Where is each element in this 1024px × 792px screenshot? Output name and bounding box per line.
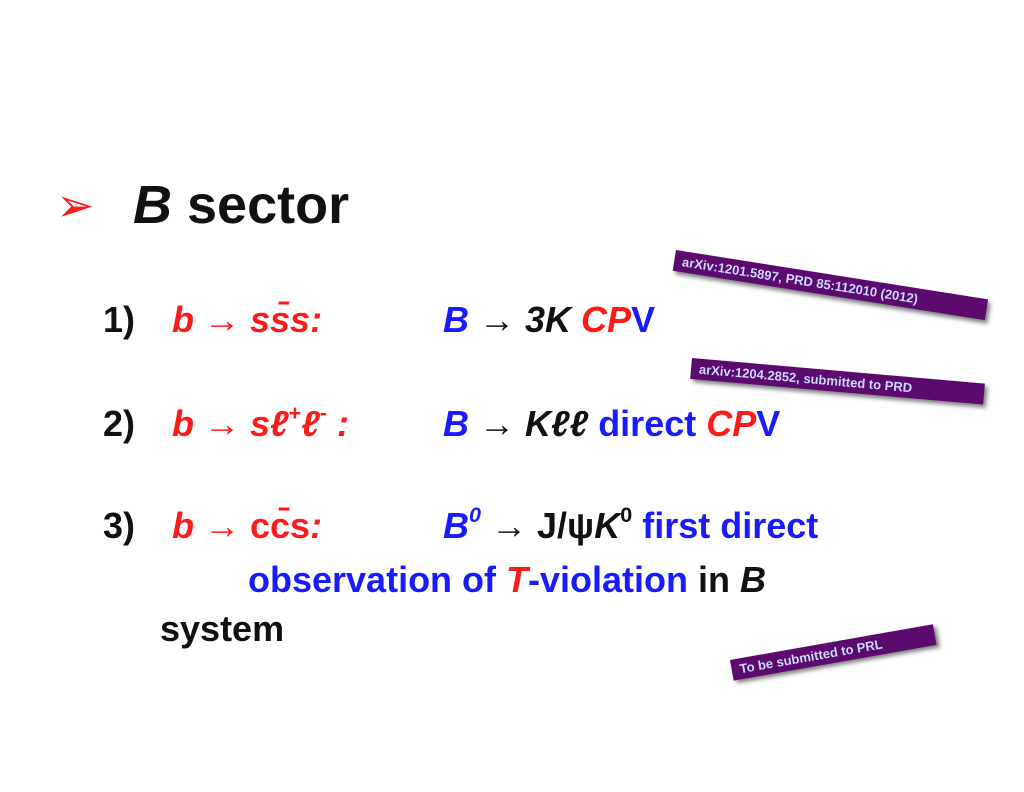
meson-b: B [740,559,767,600]
meson-b: B [443,403,469,444]
cp-label: CP [571,299,632,340]
reference-stamp-1: arXiv:1201.5897, PRD 85:112010 (2012) [672,250,989,321]
kaon: K [594,505,621,546]
quark-b: b [172,403,194,444]
quark-b: b [172,505,194,546]
cp-label: CP [696,403,757,444]
arrow: → [469,403,526,444]
arrow: → [194,299,251,340]
in-label: in [688,559,741,600]
arrow: → [469,299,526,340]
direct-label: direct [588,403,697,444]
colon: : [327,403,350,444]
measurement: B → Kℓℓ direct CPV [443,406,780,442]
reference-stamp-3: To be submitted to PRL [730,624,937,681]
colon: : [310,505,323,546]
kaon-superscript: 0 [620,501,633,527]
final-state-s: sℓ [250,403,289,444]
final-state: 3K [525,299,572,340]
item-number: 1) [103,299,136,340]
measurement: B0 → J/ψK0 first direct [443,504,819,546]
meson-b-superscript: 0 [469,501,482,527]
decay-process: b → ss̄s: [172,302,322,338]
measurement: B → 3K CPV [443,302,655,338]
title-rest: sector [172,175,350,235]
reference-stamp-2: arXiv:1204.2852, submitted to PRD [690,358,985,405]
title-b: B [133,175,172,235]
item-3-continuation: observation of T-violation in B [248,562,766,598]
final-state: Kℓℓ [525,403,589,444]
violation-label: -violation [528,559,689,600]
item-3-continuation-2: system [160,608,285,649]
meson-b: B [443,505,469,546]
final-state: ss̄s: [250,299,323,340]
t-label: T [506,559,529,600]
v-label: V [756,403,781,444]
slide-title: B sector [133,178,349,232]
lepton: ℓ [301,403,320,444]
arrow: → [481,505,538,546]
meson-b: B [443,299,469,340]
quark-b: b [172,299,194,340]
final-state: cc̄s [250,505,311,546]
decay-process: b → cc̄s: [172,508,322,544]
arrow: → [194,505,251,546]
arrow: → [194,403,251,444]
charge-minus: - [319,399,328,425]
observation-label: observation of [248,559,507,600]
bullet-arrow-icon: ➢ [56,178,95,232]
item-number: 3) [103,505,136,546]
v-label: V [631,299,656,340]
jpsi: J/ψ [537,505,595,546]
item-number: 2) [103,403,136,444]
first-direct-label: first direct [632,505,819,546]
charge-plus: + [288,399,302,425]
decay-process: b → sℓ+ℓ- : [172,402,350,444]
